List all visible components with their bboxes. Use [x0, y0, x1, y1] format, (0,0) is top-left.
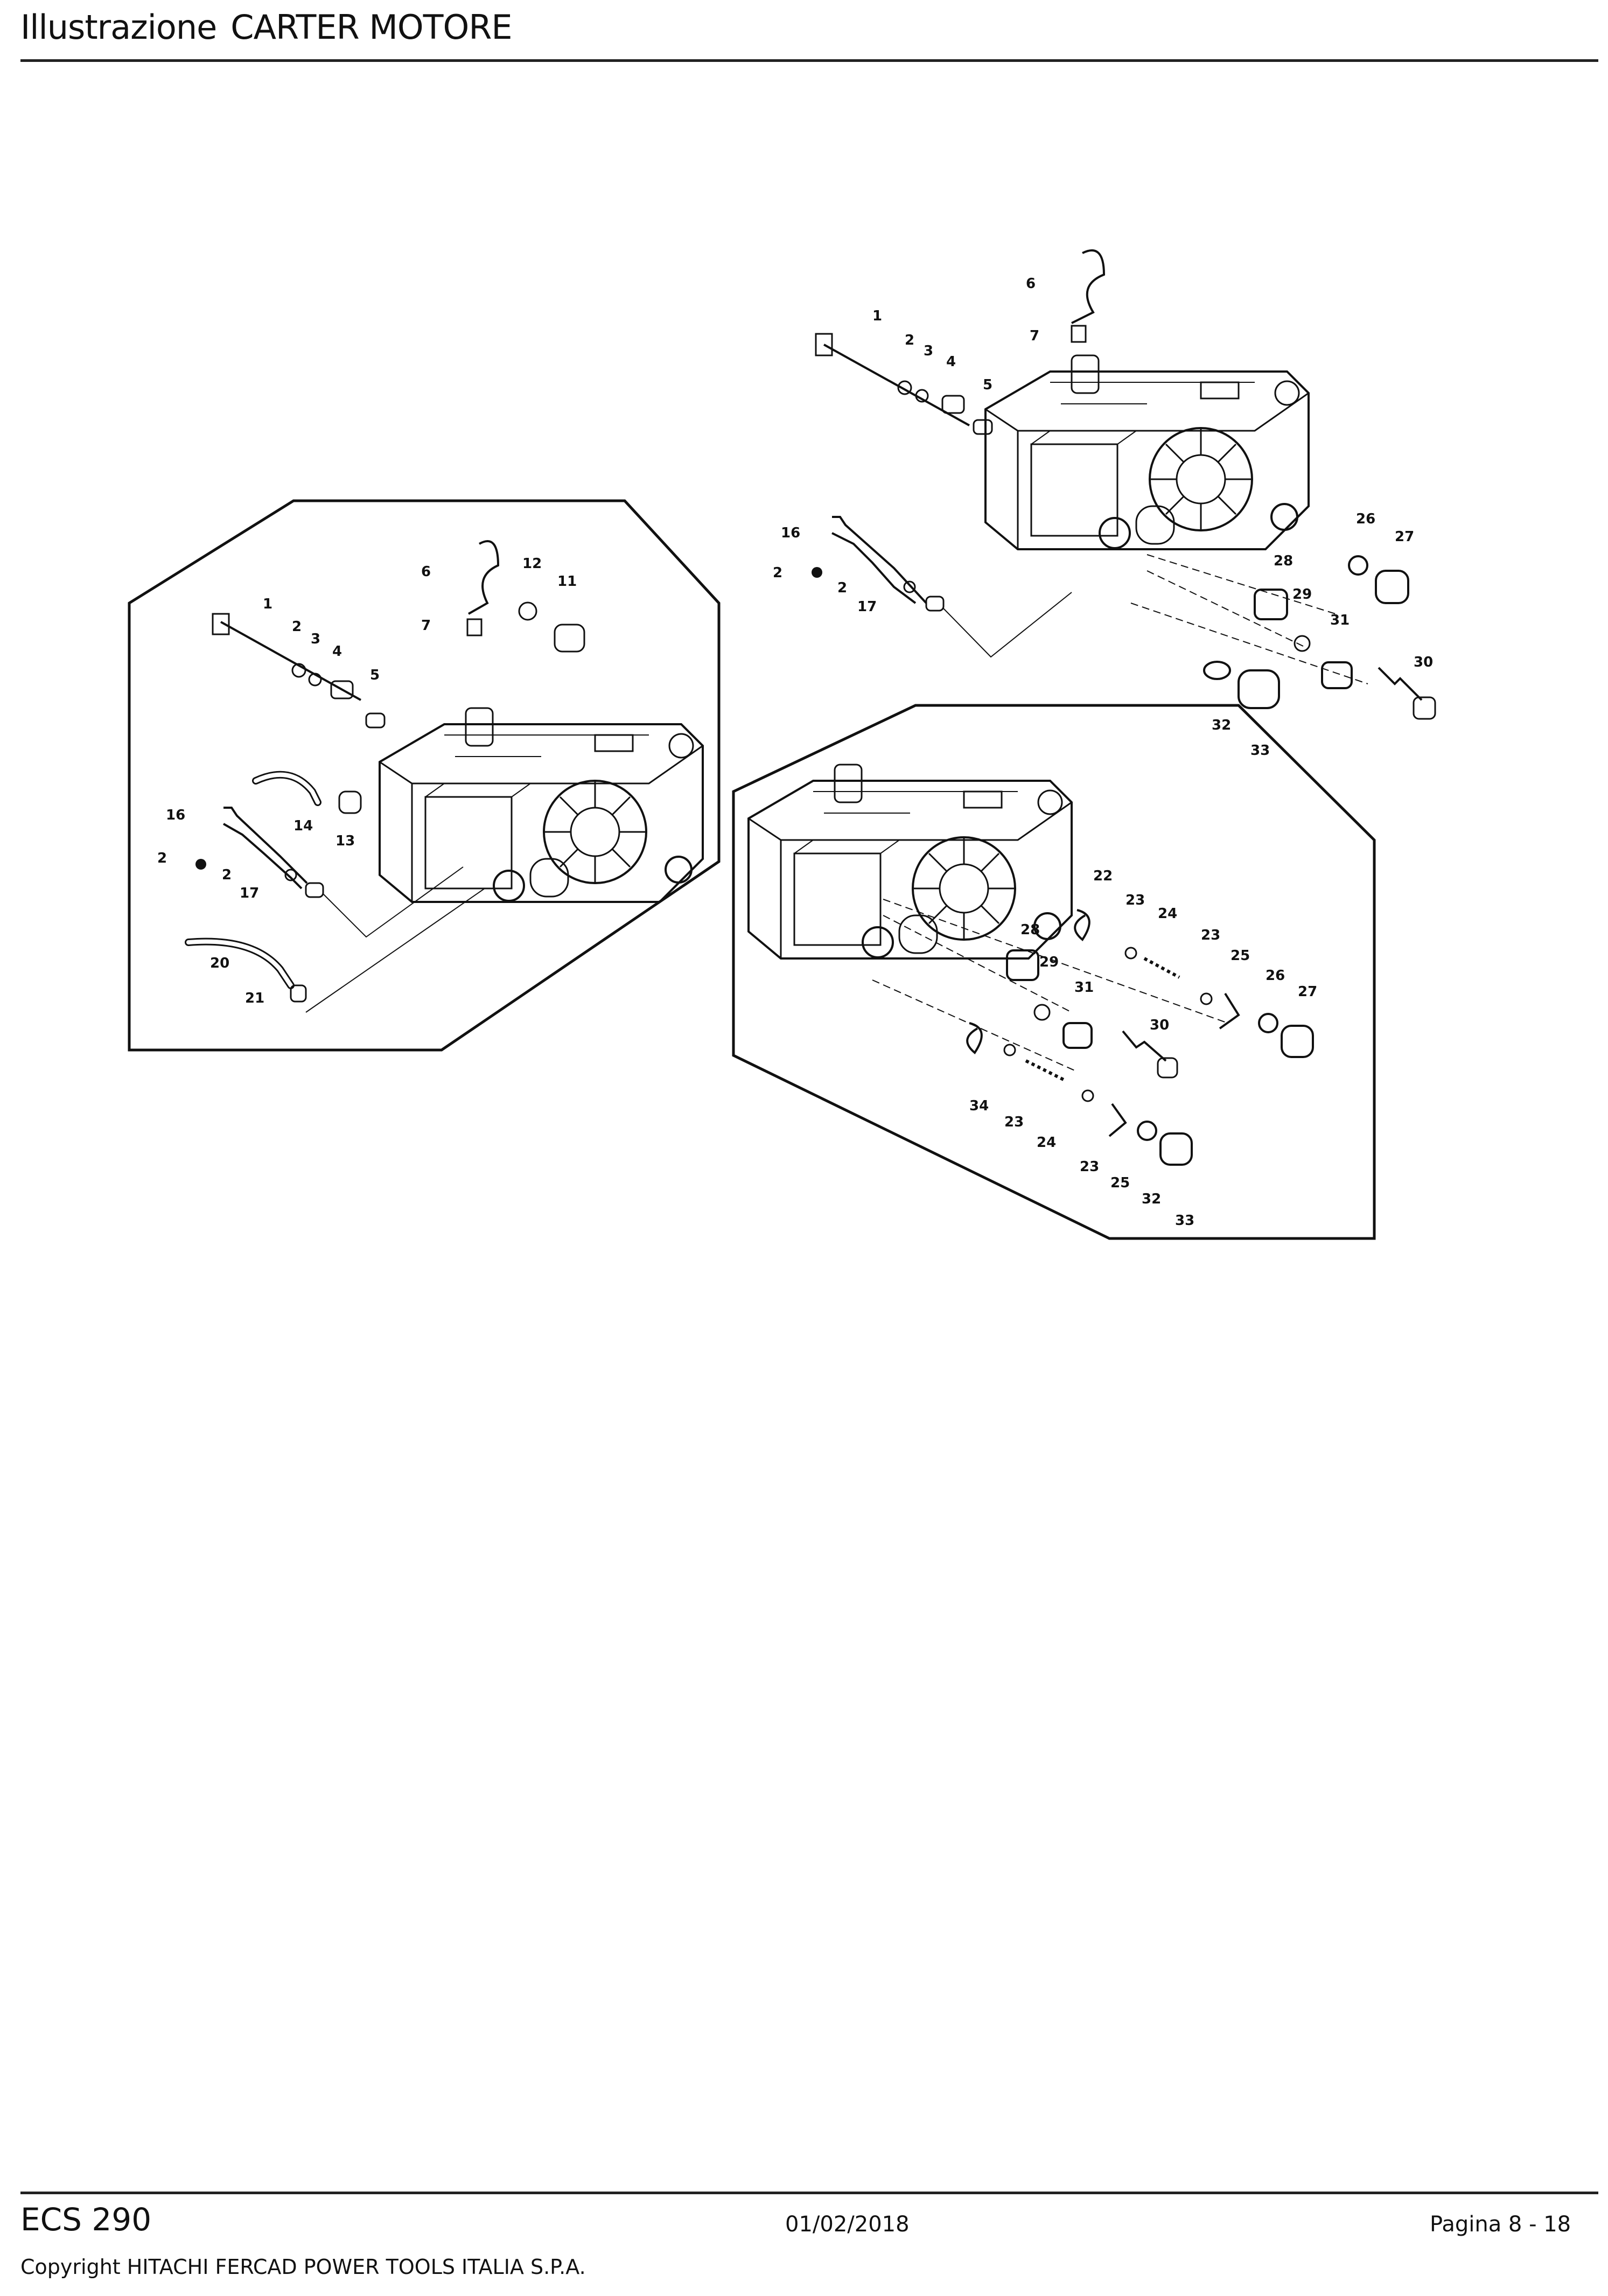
- callout-label: 3: [311, 631, 320, 647]
- callout-label: 20: [210, 955, 229, 971]
- callout-label: 25: [1231, 948, 1250, 964]
- callout-label: 34: [969, 1098, 989, 1114]
- publication-date: 01/02/2018: [785, 2212, 910, 2237]
- callout-label: 12: [522, 556, 542, 572]
- illustration-label: Illustrazione: [20, 8, 217, 47]
- callout-label: 3: [924, 343, 933, 359]
- right-variant-view: [732, 704, 1376, 1240]
- illustration-title: CARTER MOTORE: [230, 8, 512, 47]
- callout-label: 2: [292, 619, 302, 635]
- callout-label: 22: [1093, 868, 1113, 884]
- callout-label: 2: [905, 332, 914, 348]
- copyright-notice: Copyright HITACHI FERCAD POWER TOOLS ITA…: [20, 2255, 586, 2279]
- callout-label: 21: [245, 990, 264, 1006]
- callout-label: 24: [1037, 1135, 1056, 1151]
- callout-label: 17: [240, 885, 259, 901]
- callout-label: 16: [166, 807, 185, 823]
- callout-label: 2: [773, 565, 782, 581]
- callout-label: 26: [1266, 968, 1285, 984]
- callout-label: 23: [1004, 1114, 1024, 1130]
- callout-label: 26: [1356, 511, 1375, 527]
- callout-label: 24: [1158, 906, 1177, 922]
- callout-label: 7: [1030, 328, 1039, 344]
- callout-label: 6: [421, 564, 431, 580]
- callout-label: 11: [557, 573, 577, 590]
- callout-label: 28: [1274, 553, 1293, 569]
- callout-label: 29: [1292, 586, 1312, 603]
- callout-label: 13: [335, 833, 355, 849]
- main-view-callouts: 1 2 3 4 5 6 7 16 2 2 17 26 27 28 29 31 3…: [773, 276, 1433, 759]
- page-number: Pagina 8 - 18: [1430, 2212, 1571, 2237]
- callout-label: 6: [1026, 276, 1036, 292]
- callout-label: 4: [946, 354, 956, 370]
- left-view-callouts: 1 2 3 4 5 6 7 12 11 14 13 16 2 2 17 20 2…: [157, 556, 577, 1006]
- callout-label: 32: [1142, 1191, 1161, 1207]
- callout-label: 33: [1175, 1213, 1194, 1229]
- left-variant-view: [128, 499, 721, 1052]
- callout-label: 33: [1250, 743, 1270, 759]
- callout-label: 27: [1298, 984, 1317, 1000]
- callout-label: 23: [1080, 1159, 1099, 1175]
- page-header: Illustrazione CARTER MOTORE: [20, 8, 513, 47]
- callout-label: 25: [1110, 1175, 1130, 1191]
- callout-label: 1: [872, 308, 882, 324]
- callout-label: 5: [370, 667, 380, 683]
- callout-label: 31: [1074, 979, 1094, 996]
- callout-label: 1: [263, 596, 272, 612]
- callout-label: 23: [1125, 892, 1145, 908]
- callout-label: 29: [1039, 954, 1059, 970]
- callout-label: 30: [1150, 1017, 1169, 1033]
- main-crankcase-view: [812, 249, 1436, 720]
- callout-label: 2: [157, 850, 167, 866]
- callout-label: 31: [1330, 612, 1350, 628]
- callout-label: 14: [293, 818, 313, 834]
- callout-label: 32: [1212, 717, 1231, 733]
- callout-label: 16: [781, 525, 800, 541]
- callout-label: 17: [857, 599, 877, 615]
- callout-label: 28: [1020, 922, 1040, 938]
- right-view-callouts: 22 23 24 23 25 26 27 28 29 31 30 34 23 2…: [969, 868, 1317, 1229]
- model-name: ECS 290: [20, 2201, 152, 2238]
- callout-label: 30: [1414, 654, 1433, 670]
- callout-label: 27: [1395, 529, 1414, 545]
- callout-label: 5: [983, 377, 992, 393]
- footer-rule: [20, 2192, 1598, 2194]
- callout-label: 2: [837, 580, 847, 596]
- callout-label: 4: [332, 643, 342, 660]
- callout-label: 23: [1201, 927, 1220, 943]
- callout-label: 7: [421, 618, 431, 634]
- header-rule: [20, 59, 1598, 62]
- callout-label: 2: [222, 867, 232, 883]
